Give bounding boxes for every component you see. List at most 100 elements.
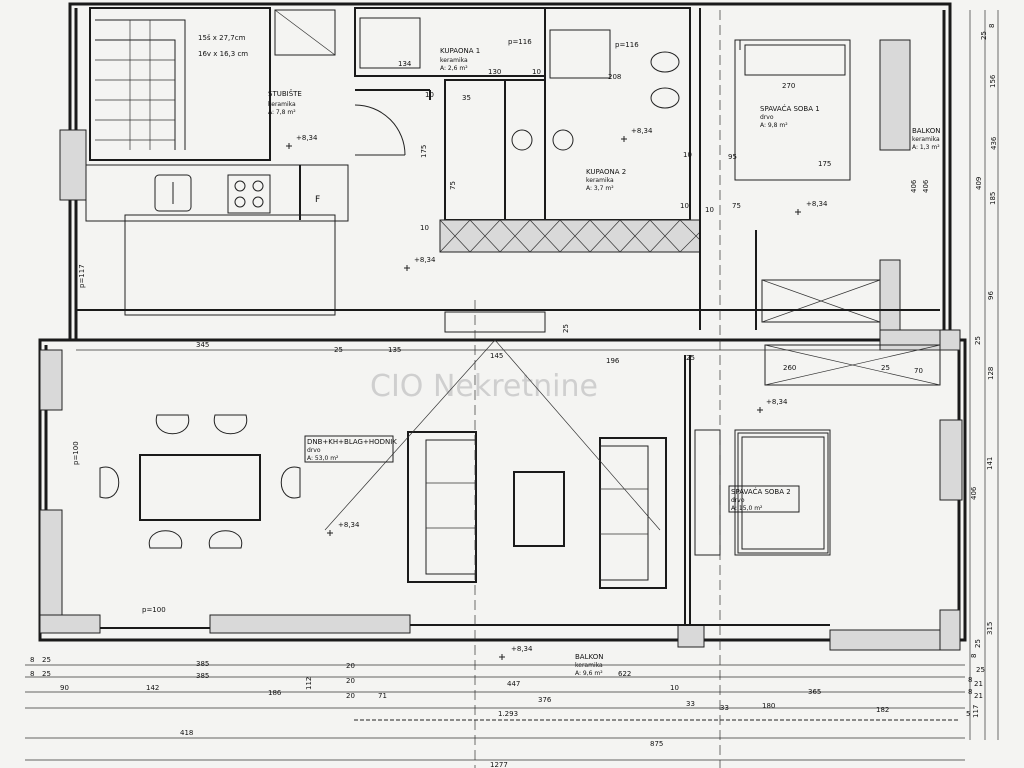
room-labels: STUBIŠTE keramika A: 7,8 m² 15š x 27,7cm… (198, 34, 940, 677)
svg-text:5: 5 (966, 710, 970, 718)
svg-text:75: 75 (732, 202, 741, 210)
svg-text:keramika: keramika (575, 662, 603, 669)
svg-text:10: 10 (425, 91, 434, 99)
svg-text:208: 208 (608, 73, 621, 81)
svg-text:33: 33 (720, 704, 729, 712)
svg-text:436: 436 (990, 136, 998, 150)
stove-icon (227, 174, 271, 214)
misc-labels: p=117 p=100 p=100 (72, 264, 166, 614)
dims-top: 134 35 10 175 75 208 10 270 95 175 10 75… (398, 60, 831, 232)
svg-text:128: 128 (987, 367, 995, 380)
elev-marker-icon: +8,34 (499, 645, 533, 660)
svg-text:drvo: drvo (731, 497, 745, 504)
svg-text:25: 25 (686, 354, 695, 362)
svg-text:p=100: p=100 (142, 606, 166, 614)
svg-text:10: 10 (420, 224, 429, 232)
svg-text:drvo: drvo (307, 447, 321, 454)
bed-2 (737, 432, 829, 554)
outer-walls (38, 2, 967, 651)
sofa-left (407, 431, 477, 583)
svg-text:8: 8 (970, 654, 978, 658)
svg-text:10: 10 (705, 206, 714, 214)
svg-text:10: 10 (532, 68, 541, 76)
svg-text:keramika: keramika (440, 57, 468, 64)
svg-text:180: 180 (762, 702, 775, 710)
svg-text:A: 2,6 m²: A: 2,6 m² (440, 65, 468, 72)
elev-marker-icon: +8,34 (757, 398, 788, 413)
svg-text:A: 9,8 m²: A: 9,8 m² (760, 122, 788, 129)
svg-text:+8,34: +8,34 (631, 127, 653, 135)
svg-text:260: 260 (783, 364, 796, 372)
svg-text:drvo: drvo (760, 114, 774, 121)
sink-icon (154, 174, 192, 212)
svg-text:keramika: keramika (912, 136, 940, 143)
svg-text:10: 10 (670, 684, 679, 692)
svg-text:p=100: p=100 (72, 441, 80, 465)
svg-text:385: 385 (196, 672, 209, 680)
svg-text:406: 406 (970, 486, 978, 500)
svg-text:175: 175 (420, 145, 428, 158)
svg-text:25: 25 (974, 336, 982, 345)
svg-text:+8,34: +8,34 (414, 256, 436, 264)
svg-text:141: 141 (986, 457, 994, 470)
svg-text:75: 75 (449, 181, 457, 190)
dims-bottom: 8 25 385 20 622 8 25 385 20 447 10 365 9… (25, 179, 965, 768)
svg-text:90: 90 (60, 684, 69, 692)
svg-text:10: 10 (683, 151, 692, 159)
svg-text:95: 95 (728, 153, 737, 161)
svg-text:622: 622 (618, 670, 631, 678)
elev-marker-icon: +8,34 (795, 200, 828, 215)
fridge-label: F (315, 195, 320, 205)
svg-text:A: 15,0 m²: A: 15,0 m² (731, 505, 763, 512)
label-bedroom1: SPAVAĆA SOBA 1 (760, 104, 820, 113)
svg-text:+8,34: +8,34 (338, 521, 360, 529)
dining-set (99, 414, 301, 549)
svg-text:A: 1,3 m²: A: 1,3 m² (912, 144, 940, 151)
svg-text:142: 142 (146, 684, 159, 692)
watermark: CIO Nekretnine (370, 369, 598, 404)
svg-text:406: 406 (922, 179, 930, 193)
svg-text:10: 10 (680, 202, 689, 210)
elev-marker-icon: +8,34 (404, 256, 436, 271)
svg-text:8: 8 (968, 688, 972, 696)
svg-text:1277: 1277 (490, 761, 508, 768)
svg-text:keramika: keramika (586, 177, 614, 184)
label-stairs: STUBIŠTE (268, 89, 302, 98)
svg-text:156: 156 (989, 74, 997, 88)
svg-text:418: 418 (180, 729, 193, 737)
svg-text:35: 35 (462, 94, 471, 102)
svg-text:+8,34: +8,34 (296, 134, 318, 142)
svg-text:8: 8 (30, 656, 34, 664)
sofa-right (599, 437, 667, 589)
svg-text:A: 9,6 m²: A: 9,6 m² (575, 670, 603, 677)
svg-text:16v x 16,3 cm: 16v x 16,3 cm (198, 50, 248, 58)
svg-text:96: 96 (987, 291, 995, 300)
svg-text:1.293: 1.293 (498, 710, 518, 718)
svg-text:345: 345 (196, 341, 209, 349)
staircase (95, 9, 336, 150)
dining-table (139, 454, 261, 521)
label-living: DNB+KH+BLAG+HODNIK (307, 438, 397, 446)
svg-text:+8,34: +8,34 (806, 200, 828, 208)
svg-text:25: 25 (562, 324, 570, 333)
svg-text:376: 376 (538, 696, 552, 704)
svg-text:p=116: p=116 (615, 41, 639, 49)
svg-text:A: 7,8 m²: A: 7,8 m² (268, 109, 296, 116)
svg-text:8: 8 (968, 676, 972, 684)
label-balcony2: BALKON (575, 653, 603, 661)
label-bath2: KUPAONA 2 (586, 168, 626, 176)
svg-text:145: 145 (490, 352, 503, 360)
svg-text:130: 130 (488, 68, 501, 76)
svg-text:25: 25 (976, 666, 985, 674)
elev-marker-icon: +8,34 (327, 521, 360, 536)
svg-text:A: 3,7 m²: A: 3,7 m² (586, 185, 614, 192)
svg-text:447: 447 (507, 680, 520, 688)
dims-right: 25 8 156 409 185 436 96 25 128 406 141 3… (966, 10, 999, 740)
elev-marker-icon: +8,34 (621, 127, 653, 142)
svg-text:keramika: keramika (268, 101, 296, 108)
coffee-table (513, 471, 565, 547)
svg-text:25: 25 (334, 346, 343, 354)
svg-text:A: 53,0 m²: A: 53,0 m² (307, 455, 339, 462)
svg-text:135: 135 (388, 346, 401, 354)
svg-text:15š x 27,7cm: 15š x 27,7cm (198, 34, 246, 42)
